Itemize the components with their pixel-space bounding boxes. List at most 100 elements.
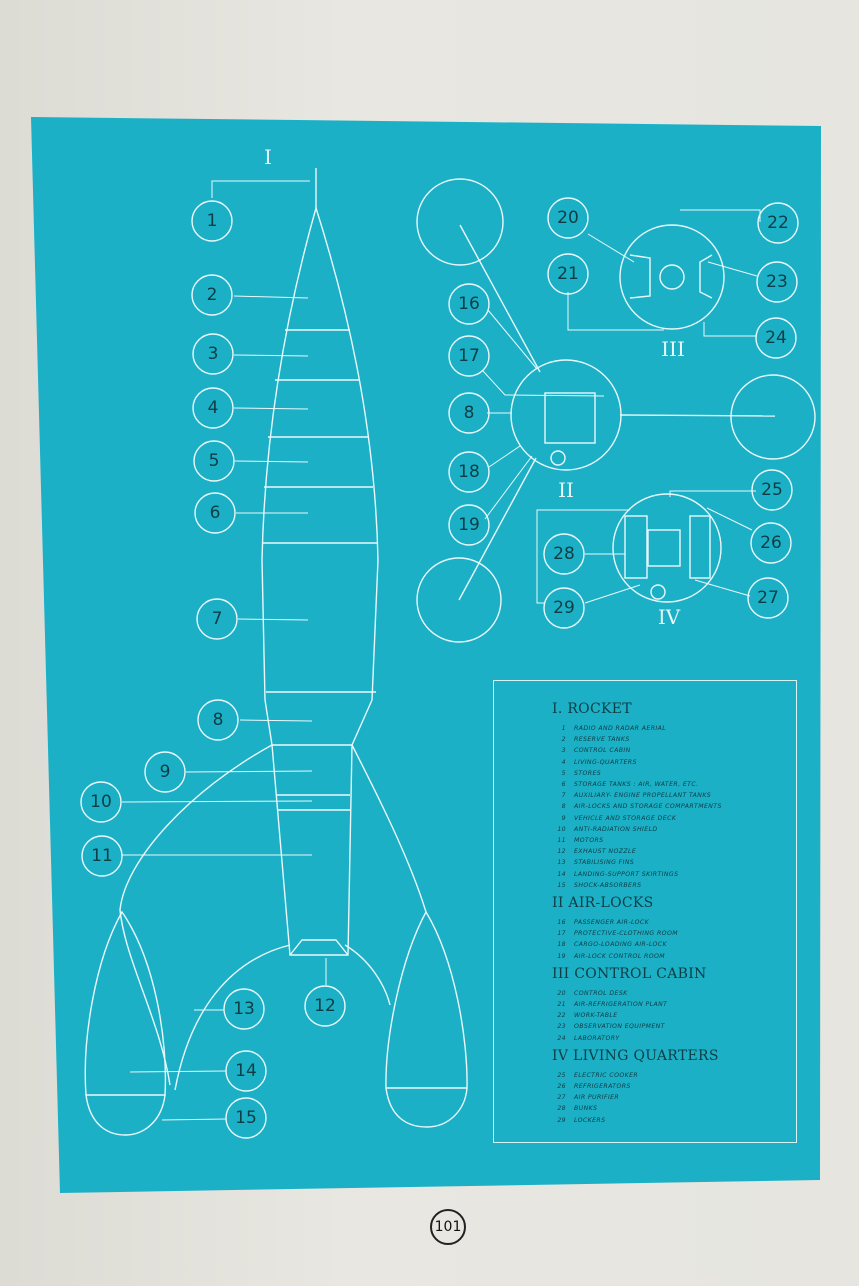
legend-item-number: 8 — [561, 803, 566, 811]
legend-item-text: LANDING-SUPPORT SKIRTINGS — [574, 870, 679, 878]
callout-arrows — [121, 180, 327, 1121]
roman-label-rocket: I — [264, 145, 272, 169]
page-number: 101 — [430, 1209, 466, 1245]
legend-item-number: 24 — [557, 1034, 566, 1042]
legend-item: 23 OBSERVATION EQUIPMENT — [552, 1021, 796, 1032]
legend-item-text: STORAGE TANKS : AIR, WATER, ETC. — [574, 781, 699, 789]
legend-item-number: 22 — [557, 1012, 566, 1020]
callout-17: 17 — [458, 346, 480, 366]
legend-item-text: LIVING-QUARTERS — [574, 758, 637, 766]
legend-item-text: PROTECTIVE-CLOTHING ROOM — [574, 930, 678, 938]
legend-item-text: VEHICLE AND STORAGE DECK — [574, 814, 677, 822]
legend-item-text: ELECTRIC COOKER — [574, 1071, 639, 1079]
legend-item-number: 29 — [557, 1116, 566, 1124]
legend-item: 5 STORES — [552, 768, 796, 779]
legend-item-number: 15 — [557, 881, 566, 889]
exhaust-nozzle — [289, 939, 349, 956]
callout-7: 7 — [212, 609, 223, 629]
legend-item-text: OBSERVATION EQUIPMENT — [574, 1023, 665, 1031]
legend-item-number: 11 — [557, 837, 566, 845]
legend-item-text: AIR PURIFIER — [574, 1094, 620, 1102]
plan-callout-lines — [482, 209, 761, 604]
legend-item-text: RESERVE TANKS — [574, 736, 630, 744]
airlock-porthole-bottom — [416, 557, 502, 643]
right-skirt — [344, 944, 391, 1006]
left-pod — [84, 910, 167, 1096]
legend-item-text: CARGO-LOADING AIR-LOCK — [574, 941, 667, 949]
legend-item: 17 PROTECTIVE-CLOTHING ROOM — [552, 928, 796, 939]
callout-15: 15 — [235, 1108, 257, 1128]
legend-item-text: STORES — [574, 769, 602, 777]
legend-item-text: STABILISING FINS — [574, 859, 635, 867]
legend-item: 15 SHOCK-ABSORBERS — [552, 880, 796, 891]
airlock-porthole-top — [416, 178, 504, 266]
right-pod — [385, 910, 468, 1089]
legend-item-number: 1 — [561, 725, 566, 732]
legend-item-number: 12 — [557, 848, 566, 856]
legend-section-title: IV LIVING QUARTERS — [552, 1047, 719, 1064]
legend-item: 26 REFRIGERATORS — [552, 1081, 796, 1092]
legend-section-title: I. ROCKET — [552, 701, 632, 717]
callout-21: 21 — [557, 264, 579, 284]
legend-item-number: 27 — [557, 1094, 566, 1102]
legend-item: 13 STABILISING FINS — [552, 857, 796, 868]
callout-1: 1 — [207, 211, 218, 231]
legend-item-text: AIR-LOCK CONTROL ROOM — [574, 952, 666, 960]
legend-item-number: 17 — [557, 930, 566, 938]
airlock-porthole-right — [730, 374, 816, 460]
callout-14: 14 — [235, 1061, 257, 1081]
legend-item-number: 26 — [557, 1083, 566, 1091]
legend-item: 1 RADIO AND RADAR AERIAL — [552, 723, 796, 734]
legend-item-number: 5 — [561, 769, 566, 777]
callout-numbers: 1 2 3 4 5 6 7 8 9 10 11 12 13 14 15 16 1… — [90, 208, 789, 1128]
legend-item: 8 AIR-LOCKS AND STORAGE COMPARTMENTS — [552, 801, 796, 812]
legend-item: 3 CONTROL CABIN — [552, 745, 796, 756]
callout-22: 22 — [767, 213, 789, 233]
legend-item-text: EXHAUST NOZZLE — [574, 848, 637, 856]
plan-diagrams — [416, 178, 816, 643]
callout-24: 24 — [765, 328, 787, 348]
legend-item-text: AIR-LOCKS AND STORAGE COMPARTMENTS — [574, 803, 722, 811]
legend-item: 10 ANTI-RADIATION SHIELD — [552, 824, 796, 835]
rocket-body — [261, 205, 379, 956]
callout-5: 5 — [209, 451, 220, 471]
legend-item-text: LOCKERS — [574, 1116, 606, 1124]
legend-item-text: REFRIGERATORS — [574, 1083, 631, 1091]
legend-item-number: 3 — [561, 747, 566, 755]
callout-25: 25 — [761, 480, 783, 500]
legend-item-text: MOTORS — [574, 837, 604, 845]
legend-item-text: CONTROL CABIN — [574, 747, 631, 755]
legend-item-text: RADIO AND RADAR AERIAL — [574, 725, 667, 732]
legend-item-number: 19 — [557, 952, 566, 960]
callout-12: 12 — [314, 996, 336, 1016]
legend-item-number: 23 — [557, 1023, 566, 1031]
legend-item-text: AIR-REFRIGERATION PLANT — [574, 1001, 668, 1009]
legend-item-text: CONTROL DESK — [574, 989, 628, 997]
callout-6: 6 — [210, 503, 221, 523]
legend-item-number: 13 — [557, 859, 566, 867]
legend-item-number: 10 — [557, 825, 566, 833]
legend-item-number: 25 — [557, 1071, 566, 1079]
legend-item-text: WORK-TABLE — [574, 1012, 618, 1020]
legend-item: 19 AIR-LOCK CONTROL ROOM — [552, 951, 796, 962]
legend-item-text: SHOCK-ABSORBERS — [574, 881, 642, 889]
callout-18: 18 — [458, 462, 480, 482]
callout-8: 8 — [213, 710, 224, 730]
legend-item: 11 MOTORS — [552, 835, 796, 846]
legend-item-text: ANTI-RADIATION SHIELD — [574, 825, 658, 833]
right-shock-absorber — [385, 1087, 468, 1128]
callout-27: 27 — [757, 588, 779, 608]
callout-13: 13 — [233, 999, 255, 1019]
callout-16: 16 — [458, 294, 480, 314]
